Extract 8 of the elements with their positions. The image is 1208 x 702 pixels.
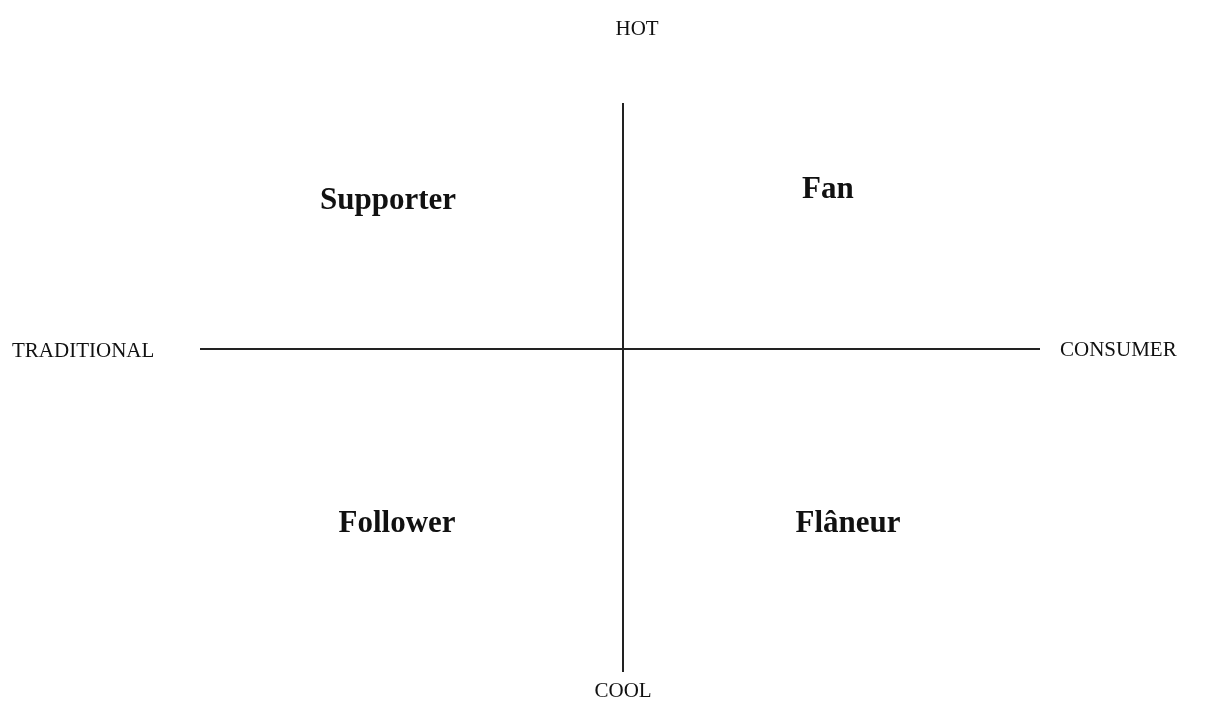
axis-label: CONSUMER bbox=[1060, 338, 1177, 360]
quadrant-label: Follower bbox=[338, 505, 456, 537]
axis-label: COOL bbox=[594, 679, 652, 701]
axis-label: TRADITIONAL bbox=[12, 339, 155, 361]
axis-label: HOT bbox=[615, 17, 659, 39]
quadrant-label: Fan bbox=[802, 171, 854, 203]
quadrant-label: Supporter bbox=[320, 182, 457, 214]
quadrant-label: Flâneur bbox=[795, 505, 901, 537]
